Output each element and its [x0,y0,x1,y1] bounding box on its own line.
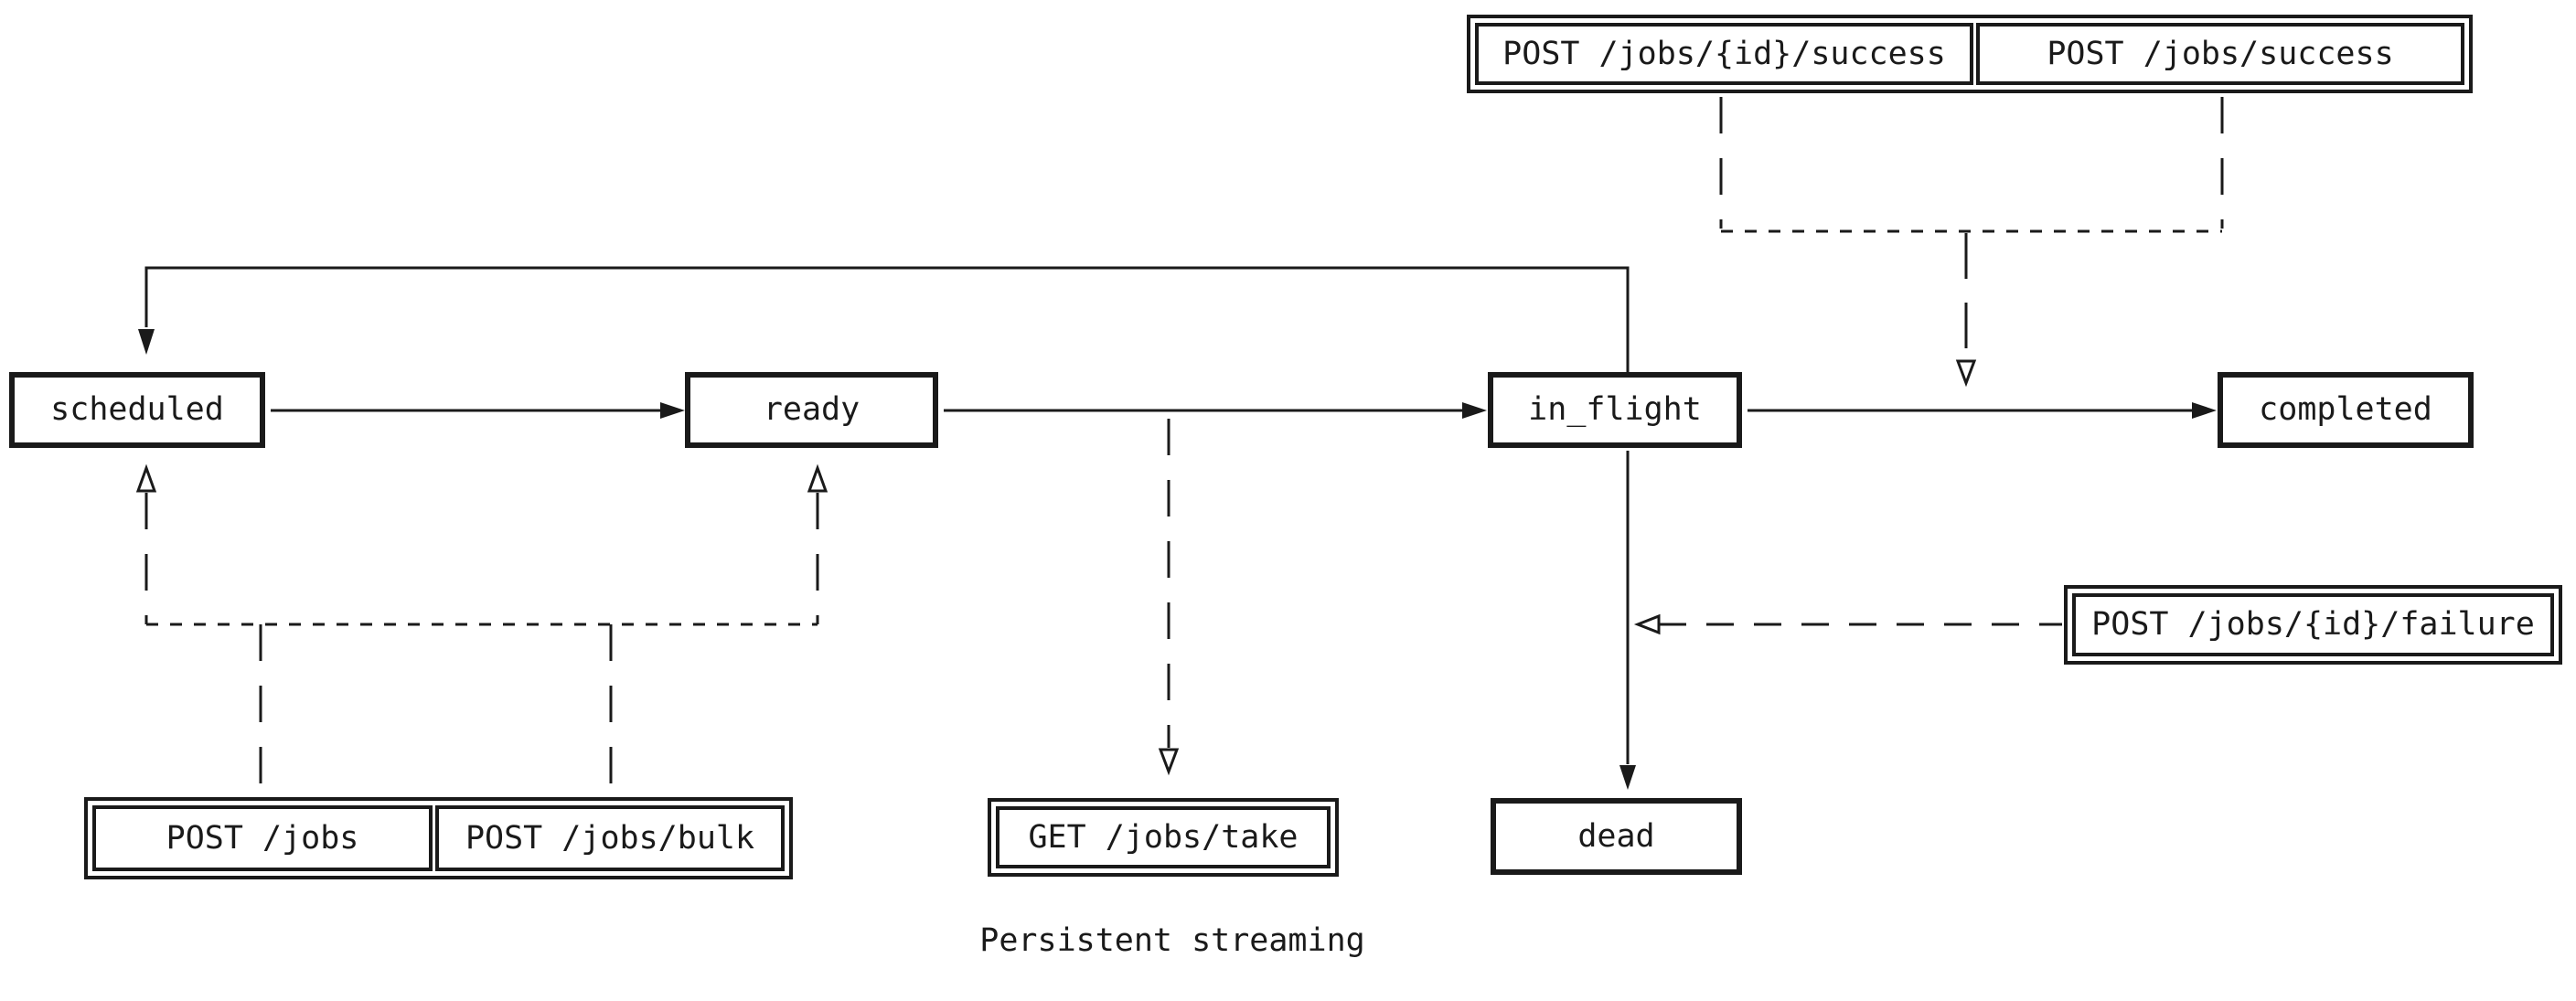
state-node-completed: completed [2218,372,2474,448]
edge-line [144,266,1630,372]
state-label: ready [763,391,860,428]
endpoint-node-post-job-id-success: POST /jobs/{id}/success [1475,23,1973,85]
endpoint-node-post-jobs: POST /jobs [92,805,433,871]
endpoint-cluster-failure: POST /jobs/{id}/failure [2064,585,2562,665]
edge-inflight-to-dead [1619,451,1636,790]
endpoint-label: POST /jobs/{id}/success [1502,35,1946,72]
state-label: in_flight [1528,391,1702,428]
state-node-dead: dead [1491,798,1742,875]
endpoint-label: POST /jobs/bulk [465,819,755,857]
arrowhead-open-left-icon [1633,613,1661,635]
endpoint-label: POST /jobs/success [2047,35,2394,72]
state-label: scheduled [50,391,224,428]
state-node-scheduled: scheduled [9,372,265,448]
arrowhead-filled-down-icon [138,329,155,355]
endpoint-node-post-job-id-failure: POST /jobs/{id}/failure [2072,593,2554,656]
endpoint-cluster-take: GET /jobs/take [988,798,1339,877]
endpoint-label: GET /jobs/take [1028,818,1299,856]
state-node-ready: ready [685,372,938,448]
diagram-caption: Persistent streaming [979,922,1365,959]
arrowhead-filled-right-icon [660,402,685,419]
arrowhead-open-down-icon [1955,359,1977,388]
arrowhead-open-up-icon [135,463,157,493]
endpoint-cluster-success: POST /jobs/{id}/success POST /jobs/succe… [1467,15,2473,93]
endpoint-node-get-jobs-take: GET /jobs/take [996,806,1331,868]
edge-inflight-to-completed [1748,402,2217,419]
arrowhead-open-up-icon [807,463,828,493]
arrowhead-open-down-icon [1158,748,1180,776]
state-label: dead [1577,817,1655,855]
arrowhead-filled-right-icon [2192,402,2217,419]
edge-create-endpoints-merge [135,463,828,793]
endpoint-label: POST /jobs [166,819,359,857]
endpoint-label: POST /jobs/{id}/failure [2091,606,2535,643]
arrowhead-filled-right-icon [1462,402,1487,419]
edge-scheduled-to-ready [271,402,685,419]
endpoint-node-post-jobs-bulk: POST /jobs/bulk [435,805,785,871]
arrowhead-filled-down-icon [1619,765,1636,790]
edge-take-endpoint [1158,419,1180,776]
state-label: completed [2259,391,2432,428]
edge-ready-to-inflight [944,402,1487,419]
state-node-in-flight: in_flight [1488,372,1742,448]
endpoint-node-post-jobs-success: POST /jobs/success [1976,23,2464,85]
edge-failure-endpoint [1633,613,2062,635]
edge-success-endpoints-merge [1719,97,2224,388]
endpoint-cluster-create: POST /jobs POST /jobs/bulk [84,797,793,879]
edge-inflight-loop-to-scheduled [138,266,1630,372]
